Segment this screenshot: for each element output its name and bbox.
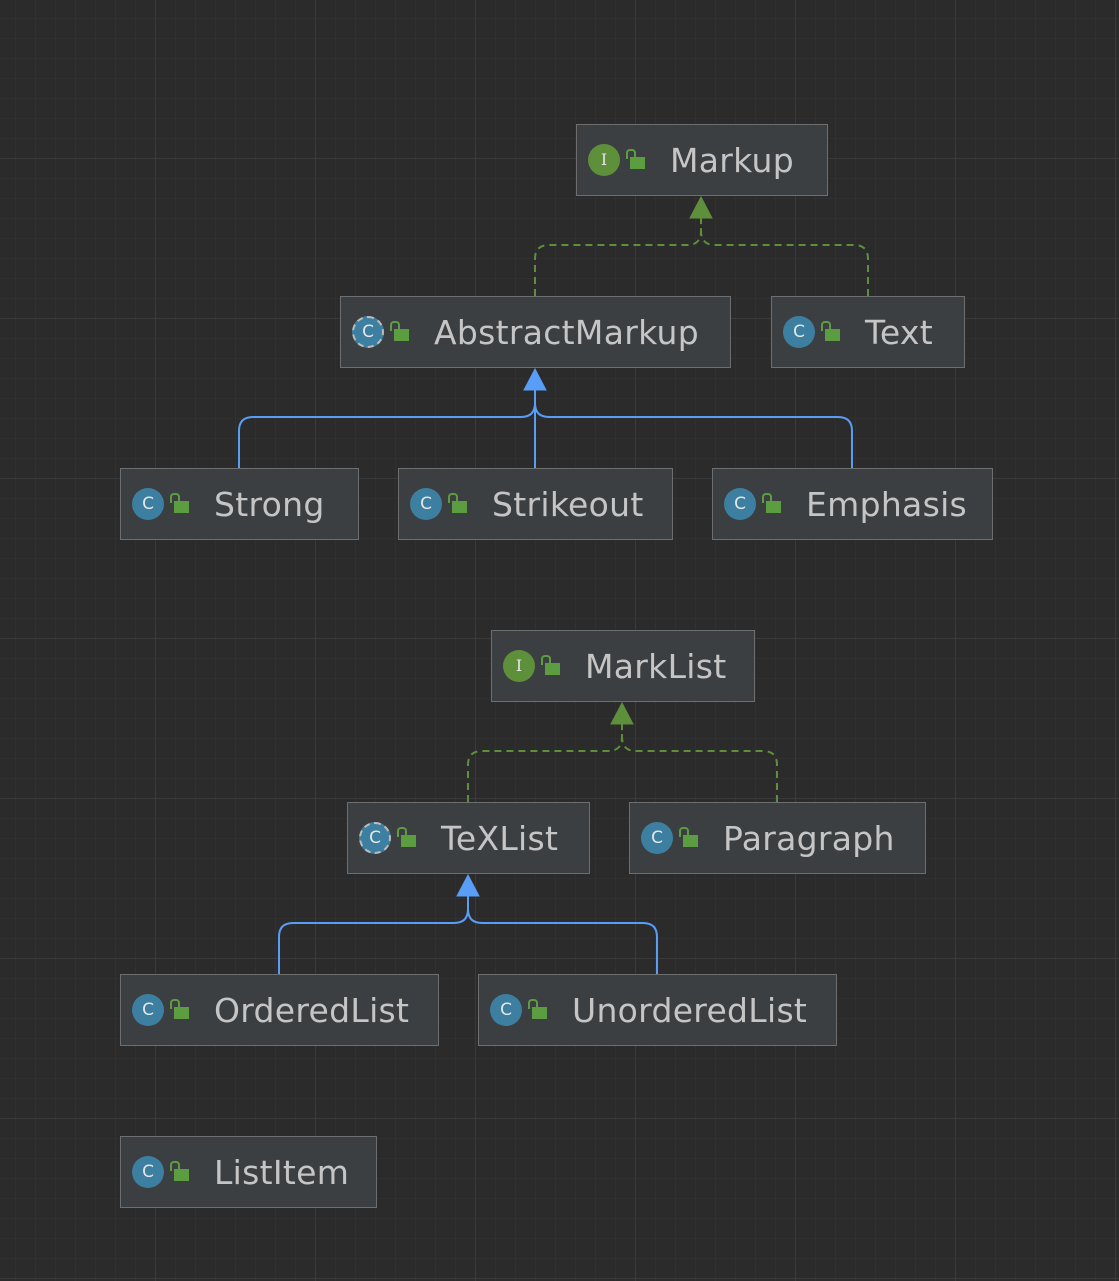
node-label: AbstractMarkup bbox=[434, 312, 699, 352]
node-unordered-list[interactable]: C UnorderedList bbox=[478, 974, 837, 1046]
node-tex-list[interactable]: C TeXList bbox=[347, 802, 590, 874]
arrowhead-markup bbox=[689, 195, 713, 219]
node-label: Markup bbox=[670, 140, 795, 180]
edge-extends-emphasis-to-abstract_markup bbox=[534, 390, 853, 468]
class-icon: C bbox=[132, 488, 164, 520]
arrowhead-tex_list bbox=[456, 873, 480, 897]
node-label: MarkList bbox=[585, 646, 727, 686]
public-visibility-icon bbox=[528, 998, 550, 1022]
node-label: Strong bbox=[214, 484, 325, 524]
edge-extends-strong-to-abstract_markup bbox=[238, 390, 536, 468]
class-icon: C bbox=[641, 822, 673, 854]
node-strong[interactable]: C Strong bbox=[120, 468, 359, 540]
edge-extends-ordered_list-to-tex_list bbox=[278, 896, 469, 974]
node-ordered-list[interactable]: C OrderedList bbox=[120, 974, 439, 1046]
arrowhead-abstract_markup bbox=[523, 367, 547, 391]
class-icon: C bbox=[132, 994, 164, 1026]
node-label: ListItem bbox=[214, 1152, 350, 1192]
node-abstract-markup[interactable]: C AbstractMarkup bbox=[340, 296, 731, 368]
class-icon: C bbox=[783, 316, 815, 348]
edge-implements-text-to-markup bbox=[700, 218, 869, 296]
public-visibility-icon bbox=[170, 492, 192, 516]
edge-implements-tex_list-to-mark_list bbox=[467, 724, 623, 802]
node-strikeout[interactable]: C Strikeout bbox=[398, 468, 673, 540]
class-icon: C bbox=[132, 1156, 164, 1188]
edge-implements-abstract_markup-to-markup bbox=[534, 218, 702, 296]
abstract-class-icon: C bbox=[352, 316, 384, 348]
node-markup[interactable]: I Markup bbox=[576, 124, 828, 196]
public-visibility-icon bbox=[821, 320, 843, 344]
node-mark-list[interactable]: I MarkList bbox=[491, 630, 755, 702]
node-label: Emphasis bbox=[806, 484, 968, 524]
node-label: Text bbox=[865, 312, 933, 352]
interface-icon: I bbox=[588, 144, 620, 176]
public-visibility-icon bbox=[679, 826, 701, 850]
edge-extends-unordered_list-to-tex_list bbox=[467, 896, 658, 974]
class-icon: C bbox=[724, 488, 756, 520]
public-visibility-icon bbox=[397, 826, 419, 850]
node-list-item[interactable]: C ListItem bbox=[120, 1136, 377, 1208]
node-label: UnorderedList bbox=[572, 990, 808, 1030]
public-visibility-icon bbox=[541, 654, 563, 678]
public-visibility-icon bbox=[762, 492, 784, 516]
edge-implements-paragraph-to-mark_list bbox=[621, 724, 778, 802]
interface-icon: I bbox=[503, 650, 535, 682]
arrowhead-mark_list bbox=[610, 701, 634, 725]
public-visibility-icon bbox=[390, 320, 412, 344]
node-label: Paragraph bbox=[723, 818, 895, 858]
node-label: OrderedList bbox=[214, 990, 410, 1030]
public-visibility-icon bbox=[170, 998, 192, 1022]
class-icon: C bbox=[410, 488, 442, 520]
public-visibility-icon bbox=[626, 148, 648, 172]
node-label: Strikeout bbox=[492, 484, 644, 524]
public-visibility-icon bbox=[170, 1160, 192, 1184]
abstract-class-icon: C bbox=[359, 822, 391, 854]
node-emphasis[interactable]: C Emphasis bbox=[712, 468, 993, 540]
node-text[interactable]: C Text bbox=[771, 296, 965, 368]
node-paragraph[interactable]: C Paragraph bbox=[629, 802, 926, 874]
public-visibility-icon bbox=[448, 492, 470, 516]
node-label: TeXList bbox=[441, 818, 559, 858]
class-icon: C bbox=[490, 994, 522, 1026]
